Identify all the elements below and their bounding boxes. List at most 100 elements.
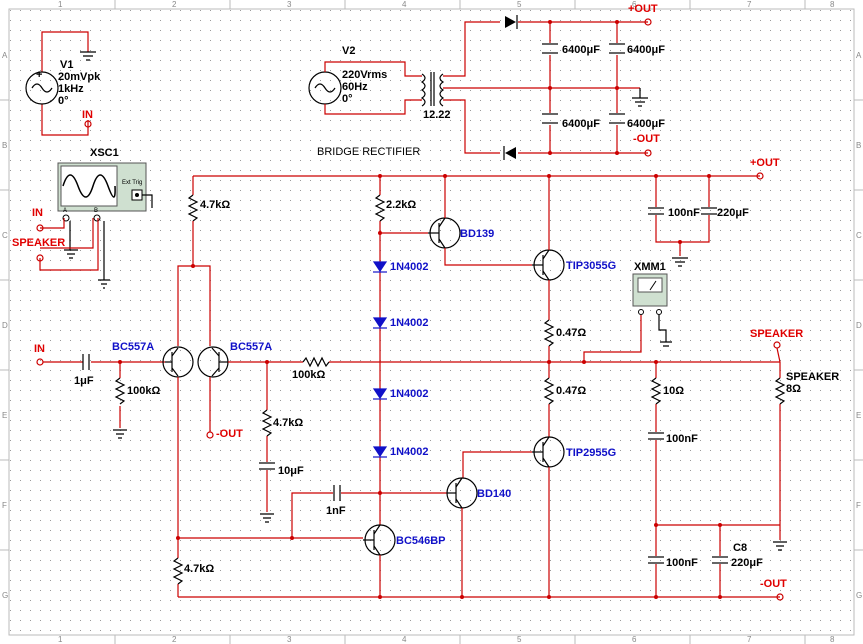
decoupling-capacitor-top-a[interactable] — [648, 207, 664, 215]
net-label-nout-3: -OUT — [216, 428, 243, 440]
net-label-in-1: IN — [82, 109, 93, 121]
bias-resistor[interactable] — [374, 194, 386, 222]
res-bias-value: 2.2kΩ — [386, 199, 416, 211]
decoupling-capacitor-top-b[interactable] — [701, 207, 717, 215]
ruler-top-6: 6 — [632, 0, 637, 9]
nout-connector-3[interactable] — [206, 431, 214, 439]
res-e-top-value: 0.47Ω — [556, 327, 586, 339]
scope-name: XSC1 — [90, 147, 119, 159]
speaker-connector-1[interactable] — [36, 254, 44, 262]
v1-frequency: 1kHz — [58, 83, 84, 95]
grid — [10, 10, 853, 634]
net-label-nout-2: -OUT — [760, 578, 787, 590]
vas-resistor[interactable] — [172, 557, 184, 585]
ruler-bottom-3: 3 — [287, 635, 292, 644]
feedback-resistor[interactable] — [302, 356, 330, 368]
emitter-resistor-bottom[interactable] — [543, 377, 555, 405]
d3-label: 1N4002 — [390, 388, 429, 400]
diode-d1[interactable] — [372, 261, 388, 273]
res-in-value: 100kΩ — [127, 385, 160, 397]
ruler-left-c: C — [2, 231, 8, 240]
ruler-right-b: B — [856, 141, 861, 150]
v2-source[interactable] — [308, 61, 422, 115]
pout-connector-1[interactable] — [644, 18, 652, 26]
speaker-value: 8Ω — [786, 383, 801, 395]
feedback-ground-resistor[interactable] — [261, 409, 273, 437]
transformer-ratio: 12.22 — [423, 109, 451, 121]
filter-capacitor-c4[interactable] — [609, 113, 625, 124]
res-vas-value: 4.7kΩ — [184, 563, 214, 575]
cap-zobel-value: 100nF — [666, 433, 698, 445]
tail-resistor[interactable] — [187, 194, 199, 222]
ruler-top-8: 8 — [830, 0, 835, 9]
ruler-top-1: 1 — [58, 0, 63, 9]
ruler-left-a: A — [2, 51, 8, 60]
ruler-left-f: F — [2, 501, 7, 510]
in-connector-1[interactable] — [84, 120, 92, 128]
scope-channel-b: B — [94, 208, 98, 214]
v2-phase: 0° — [342, 93, 353, 105]
cap-miller-value: 1nF — [326, 505, 346, 517]
miller-capacitor[interactable] — [333, 485, 341, 501]
net-label-in-2: IN — [32, 207, 43, 219]
filter-capacitor-c2[interactable] — [609, 43, 625, 54]
ruler-top-7: 7 — [747, 0, 752, 9]
q7-label: BC546BP — [396, 535, 446, 547]
ruler-left-b: B — [2, 141, 7, 150]
zobel-resistor[interactable] — [650, 377, 662, 405]
zobel-capacitor[interactable] — [648, 432, 664, 440]
ruler-right-a: A — [856, 51, 862, 60]
input-resistor[interactable] — [114, 377, 126, 405]
pout-connector-2[interactable] — [756, 172, 764, 180]
filter-capacitor-c3[interactable] — [542, 113, 558, 124]
q2-label: BC557A — [230, 341, 272, 353]
v2-name: V2 — [342, 45, 355, 57]
oscilloscope[interactable] — [57, 162, 147, 222]
multimeter[interactable] — [632, 273, 668, 315]
feedback-capacitor[interactable] — [259, 462, 275, 470]
ruler-bottom-8: 8 — [830, 635, 835, 644]
diode-d3[interactable] — [372, 388, 388, 400]
ruler-bottom-7: 7 — [747, 635, 752, 644]
decoupling-capacitor-bottom-a[interactable] — [648, 556, 664, 564]
d1-label: 1N4002 — [390, 261, 429, 273]
speaker-load[interactable] — [774, 377, 786, 405]
res-fb-value: 100kΩ — [292, 369, 325, 381]
transformer[interactable] — [420, 72, 445, 107]
net-label-pout-1: +OUT — [628, 3, 658, 15]
ruler-right-g: G — [856, 591, 862, 600]
net-label-in-3: IN — [34, 343, 45, 355]
cap-bot-b-value: 220μF — [731, 557, 763, 569]
res-tail-value: 4.7kΩ — [200, 199, 230, 211]
rectifier-diode-bottom[interactable] — [503, 146, 516, 160]
cap-top-a-value: 100nF — [668, 207, 700, 219]
decoupling-capacitor-c8[interactable] — [712, 556, 728, 564]
in-connector-2[interactable] — [36, 224, 44, 232]
ruler-right-d: D — [856, 321, 862, 330]
q6-label: BD140 — [477, 488, 511, 500]
diode-d2[interactable] — [372, 317, 388, 329]
emitter-resistor-top[interactable] — [543, 319, 555, 347]
ruler-left-e: E — [2, 411, 7, 420]
q1-label: BC557A — [112, 341, 154, 353]
cap-in-value: 1μF — [74, 375, 94, 387]
ruler-top-2: 2 — [172, 0, 177, 9]
scope-channel-a: A — [63, 208, 67, 214]
diode-d4[interactable] — [372, 446, 388, 458]
junction-dots — [118, 20, 722, 599]
net-label-pout-2: +OUT — [750, 157, 780, 169]
nout-connector-2[interactable] — [776, 593, 784, 601]
cap-fb-value: 10μF — [278, 465, 304, 477]
rectifier-diode-top[interactable] — [505, 15, 518, 29]
d2-label: 1N4002 — [390, 317, 429, 329]
input-capacitor[interactable] — [82, 354, 90, 370]
d4-label: 1N4002 — [390, 446, 429, 458]
q3-label: BD139 — [460, 228, 494, 240]
filter-capacitor-c1[interactable] — [542, 43, 558, 54]
res-zobel-value: 10Ω — [663, 385, 684, 397]
nout-connector-1[interactable] — [644, 149, 652, 157]
ruler-right-c: C — [856, 231, 862, 240]
cap-top-b-value: 220μF — [717, 207, 749, 219]
